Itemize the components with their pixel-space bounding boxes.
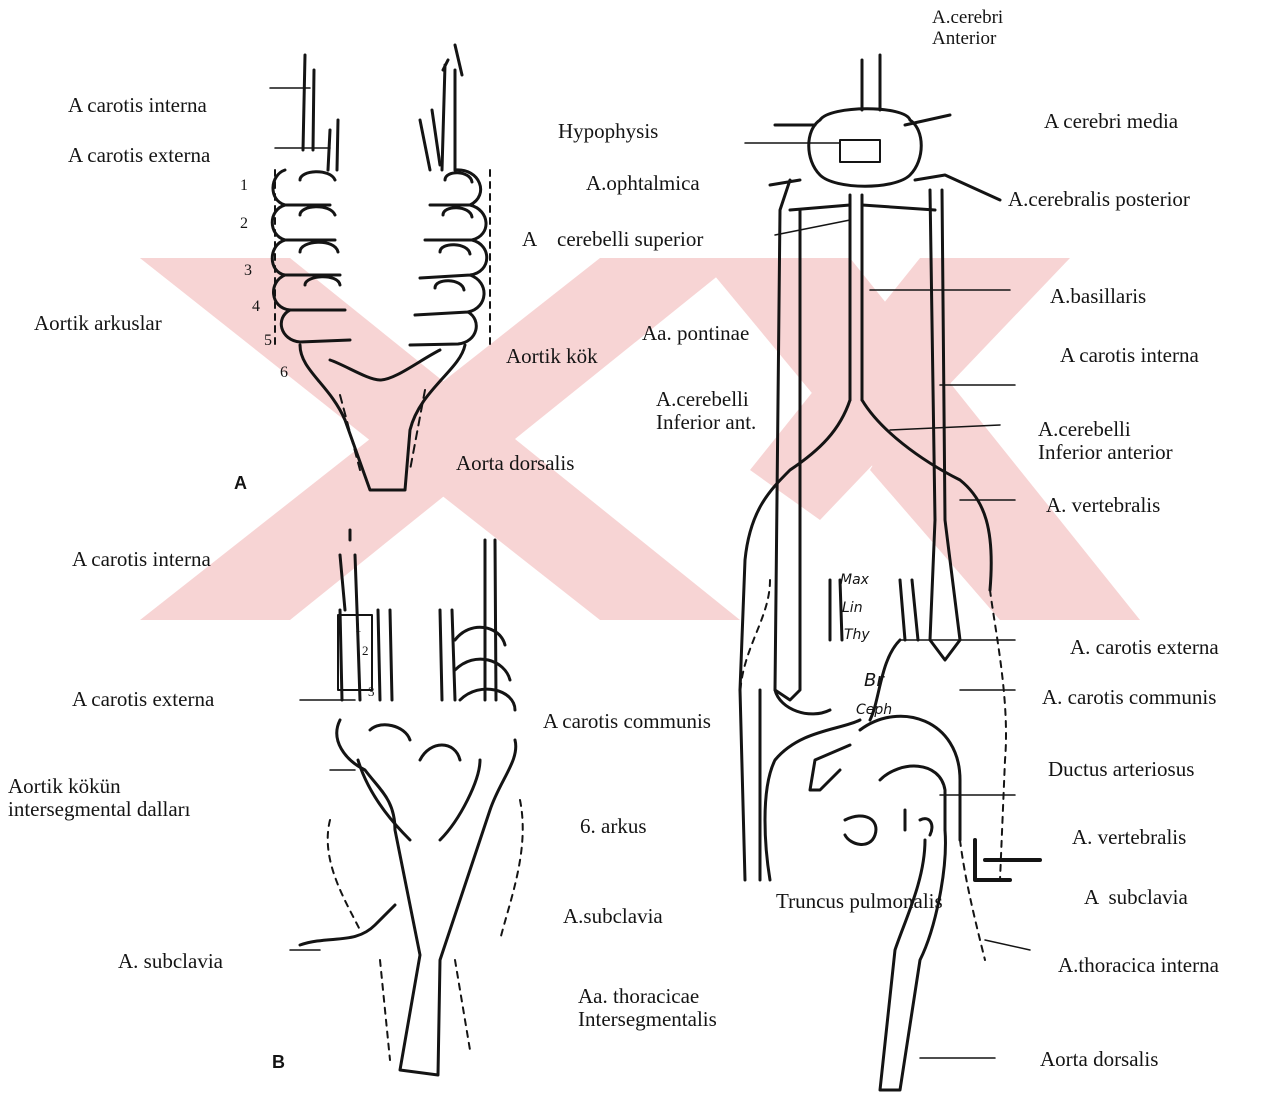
c-label-vertebralis-top: A. vertebralis <box>1046 494 1160 517</box>
b-label-aortik-kokun: Aortik kökün intersegmental dalları <box>8 775 191 821</box>
arch-number: 4 <box>252 298 260 316</box>
arch-number: 6 <box>280 364 288 382</box>
b-label-thoracicae: Aa. thoracicae Intersegmentalis <box>578 985 717 1031</box>
c-label-ductus: Ductus arteriosus <box>1048 758 1194 781</box>
c-label-pontinae: Aa. pontinae <box>642 322 749 345</box>
c-label-ophtalmica: A.ophtalmica <box>586 172 700 195</box>
a-label-aortik-arkuslar: Aortik arkuslar <box>34 312 162 335</box>
arch-number: 3 <box>244 262 252 280</box>
a-label-carotis-externa: A carotis externa <box>68 144 210 167</box>
c-label-carotis-externa: A. carotis externa <box>1070 636 1219 659</box>
c-label-cerebelli-inf-left: A.cerebelli Inferior ant. <box>656 388 756 434</box>
c-label-vertebralis-low: A. vertebralis <box>1072 826 1186 849</box>
b-label-subclavia-right: A.subclavia <box>563 905 663 928</box>
arch-number: 2 <box>240 215 248 233</box>
a-label-carotis-interna: A carotis interna <box>68 94 207 117</box>
arch-number: 2 <box>362 643 369 659</box>
c-label-hypophysis: Hypophysis <box>558 120 658 143</box>
panel-a-letter: A <box>234 473 247 494</box>
c-label-truncus: Truncus pulmonalis <box>776 890 943 913</box>
c-hand-max: Max <box>840 572 869 588</box>
diagram-b-vessels <box>290 530 523 1075</box>
c-label-cerebri-anterior: A.cerebri Anterior <box>932 8 1003 50</box>
c-hand-ceph: Ceph <box>856 702 892 718</box>
b-label-carotis-externa: A carotis externa <box>72 688 214 711</box>
c-label-carotis-communis: A. carotis communis <box>1042 686 1216 709</box>
c-label-aorta-dorsalis: Aorta dorsalis <box>1040 1048 1158 1071</box>
a-label-aortik-kok: Aortik kök <box>506 345 598 368</box>
arch-number: 5 <box>264 332 272 350</box>
arch-number: 1 <box>240 177 248 195</box>
c-hand-br: Br <box>864 670 884 691</box>
c-label-carotis-interna: A carotis interna <box>1060 344 1199 367</box>
b-label-carotis-interna: A carotis interna <box>72 548 211 571</box>
b-label-subclavia-left: A. subclavia <box>118 950 223 973</box>
c-label-cerebralis-posterior: A.cerebralis posterior <box>1008 188 1190 211</box>
panel-b-letter: B <box>272 1052 285 1073</box>
c-hand-lin: Lin <box>842 600 863 616</box>
arch-number: 3 <box>368 684 375 700</box>
c-label-cerebelli-superior: A cerebelli superior <box>522 228 703 251</box>
c-hand-thy: Thy <box>844 627 870 643</box>
c-label-basillaris: A.basillaris <box>1050 285 1146 308</box>
c-label-thoracica-interna: A.thoracica interna <box>1058 954 1219 977</box>
a-label-aorta-dorsalis: Aorta dorsalis <box>456 452 574 475</box>
c-label-cerebri-media: A cerebri media <box>1044 110 1178 133</box>
arch-number: 1 <box>355 620 362 636</box>
c-label-cerebelli-inf-right: A.cerebelli Inferior anterior <box>1038 418 1173 464</box>
b-label-carotis-communis: A carotis communis <box>543 710 711 733</box>
c-label-subclavia: A subclavia <box>1084 886 1188 909</box>
b-label-arkus6: 6. arkus <box>580 815 647 838</box>
